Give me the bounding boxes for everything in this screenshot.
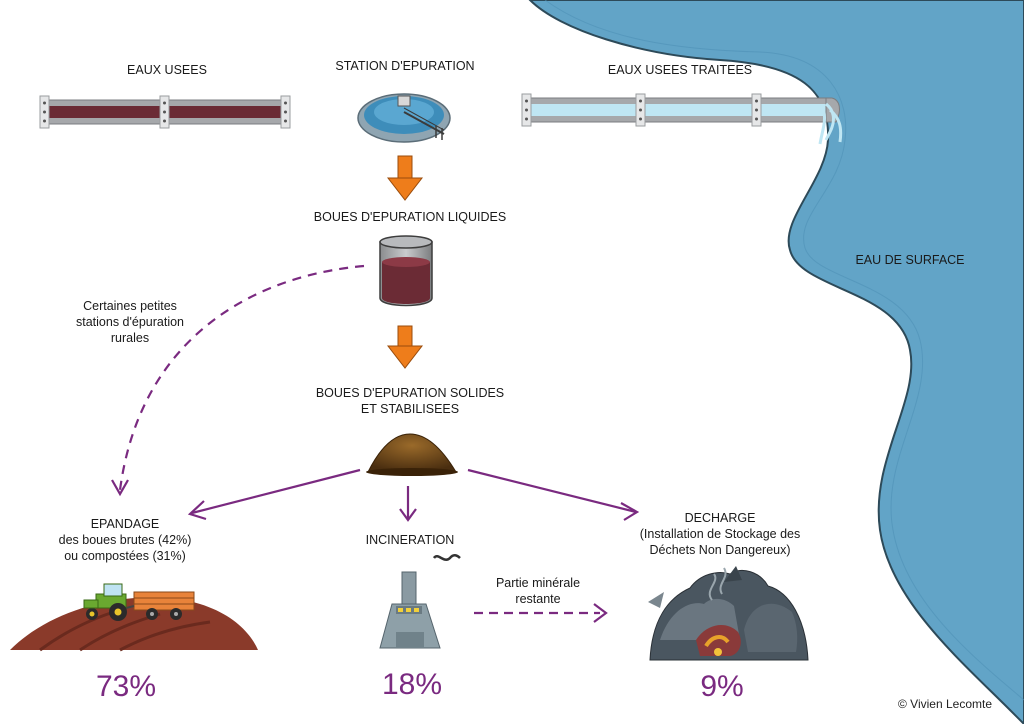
process-arrow-1 xyxy=(386,155,424,201)
process-arrow-2 xyxy=(386,325,424,369)
credit: © Vivien Lecomte xyxy=(898,697,993,711)
rural-note-line1: Certaines petites xyxy=(83,299,177,313)
rural-note-line2: stations d'épuration xyxy=(75,315,184,329)
rural-note-line3: rurales xyxy=(110,331,150,345)
wastewater-pipe-icon xyxy=(39,95,291,129)
label-treatment-plant: STATION D'EPURATION xyxy=(335,59,475,73)
label-mineral: Partie minérale restante xyxy=(478,575,598,607)
arrow-to-incineration xyxy=(399,486,417,522)
rural-note: Certaines petites stations d'épuration r… xyxy=(60,298,200,346)
label-incineration: INCINERATION xyxy=(365,533,455,547)
river xyxy=(528,0,1024,724)
sludge-pile-icon xyxy=(366,433,458,476)
label-surface-water: EAU DE SURFACE xyxy=(855,253,965,267)
label-landfill-line1: DECHARGE xyxy=(684,511,756,525)
arrow-to-landfill xyxy=(467,468,640,521)
label-mineral-line1: Partie minérale xyxy=(495,576,581,590)
dashed-arrow-mineral xyxy=(474,603,608,623)
label-landfill: DECHARGE (Installation de Stockage des D… xyxy=(615,510,825,558)
sludge-tank-icon xyxy=(379,235,433,307)
label-spreading: EPANDAGE des boues brutes (42%) ou compo… xyxy=(40,516,210,564)
dashed-arrow-rural xyxy=(111,264,365,497)
treatment-basin-icon xyxy=(357,93,451,143)
incinerator-icon xyxy=(379,554,461,649)
label-solid-sludge-line1: BOUES D'EPURATION SOLIDES xyxy=(315,386,505,400)
share-incineration: 18% xyxy=(381,668,443,701)
garbage-heap-icon xyxy=(648,566,809,661)
label-spreading-line2: des boues brutes (42%) xyxy=(58,533,192,547)
share-spreading: 73% xyxy=(95,670,157,703)
share-landfill: 9% xyxy=(700,670,744,703)
label-mineral-line2: restante xyxy=(515,592,561,606)
arrow-to-spreading xyxy=(187,468,361,521)
label-liquid-sludge: BOUES D'EPURATION LIQUIDES xyxy=(313,210,507,224)
label-spreading-line1: EPANDAGE xyxy=(90,517,160,531)
label-landfill-line3: Déchets Non Dangereux) xyxy=(649,543,791,557)
tractor-with-trailer-icon xyxy=(10,583,258,652)
label-spreading-line3: ou compostées (31%) xyxy=(64,549,186,563)
river-inner xyxy=(544,0,1024,701)
label-treated-water: EAUX USEES TRAITEES xyxy=(607,63,753,77)
label-solid-sludge: BOUES D'EPURATION SOLIDES ET STABILISEES xyxy=(310,385,510,417)
label-solid-sludge-line2: ET STABILISEES xyxy=(360,402,460,416)
label-wastewater: EAUX USEES xyxy=(127,63,207,77)
treated-pipe-icon xyxy=(521,93,843,145)
label-landfill-line2: (Installation de Stockage des xyxy=(639,527,801,541)
